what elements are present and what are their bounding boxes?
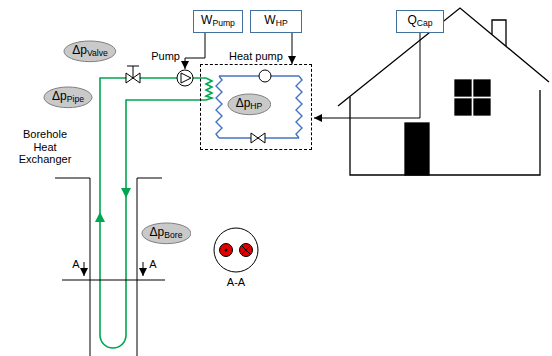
expansion-valve xyxy=(251,133,265,143)
symbol-main: Δp xyxy=(72,43,87,57)
heading-text: Heat pump xyxy=(229,50,283,62)
pressure-drop-ellipse: ΔpBore xyxy=(141,222,192,245)
pump-symbol xyxy=(177,70,193,86)
symbol-subscript: Bore xyxy=(164,230,182,240)
symbol-subscript: HP xyxy=(276,18,288,28)
ellipse-shape xyxy=(44,87,92,108)
pressure-drop-ellipse: ΔpPipe xyxy=(43,86,93,109)
symbol-main: W xyxy=(201,13,212,27)
power-arrow xyxy=(292,33,293,64)
borehole-wall xyxy=(55,178,162,356)
section-letter: A xyxy=(70,258,82,271)
node-text: WPump xyxy=(201,14,235,29)
section-label: A-A xyxy=(214,276,258,289)
brine-loop xyxy=(95,78,212,348)
symbol-main: Δp xyxy=(150,225,165,239)
refrigerant-circuit xyxy=(216,76,302,138)
node-text: ΔpPipe xyxy=(52,90,84,105)
ellipse-shape xyxy=(142,223,191,244)
component-label: Borehole Heat Exchanger xyxy=(10,128,80,166)
cross-section xyxy=(214,228,258,272)
symbol-subscript: HP xyxy=(250,101,262,111)
symbol-main: Δp xyxy=(236,96,251,110)
heat-pump-boundary: ΔpHPHeat pump xyxy=(200,64,312,150)
section-letter: A xyxy=(147,258,159,271)
node-text: QCap xyxy=(407,14,432,29)
node-text: ΔpBore xyxy=(150,226,183,241)
pressure-drop-ellipse: ΔpHP xyxy=(227,93,272,116)
house xyxy=(338,8,549,175)
symbol-subscript: Pipe xyxy=(67,94,84,104)
compressor-symbol xyxy=(259,70,271,82)
node-text: ΔpHP xyxy=(236,97,263,112)
symbol-subscript: Cap xyxy=(417,18,433,28)
symbol-main: Δp xyxy=(52,89,67,103)
node-text: ΔpValve xyxy=(72,44,108,59)
power-box: WHP xyxy=(250,10,302,33)
power-box: WPump xyxy=(193,10,243,33)
node-text: WHP xyxy=(264,14,287,29)
pressure-drop-ellipse: ΔpValve xyxy=(63,40,117,63)
ellipse-shape xyxy=(228,94,271,115)
symbol-subscript: Pump xyxy=(212,18,235,28)
component-label: Pump xyxy=(144,50,180,63)
capacity-box: QCap xyxy=(396,10,444,33)
valve-symbol xyxy=(126,66,140,83)
symbol-subscript: Valve xyxy=(87,48,108,58)
symbol-main: W xyxy=(264,13,275,27)
ellipse-shape xyxy=(64,41,116,62)
symbol-main: Q xyxy=(407,13,416,27)
